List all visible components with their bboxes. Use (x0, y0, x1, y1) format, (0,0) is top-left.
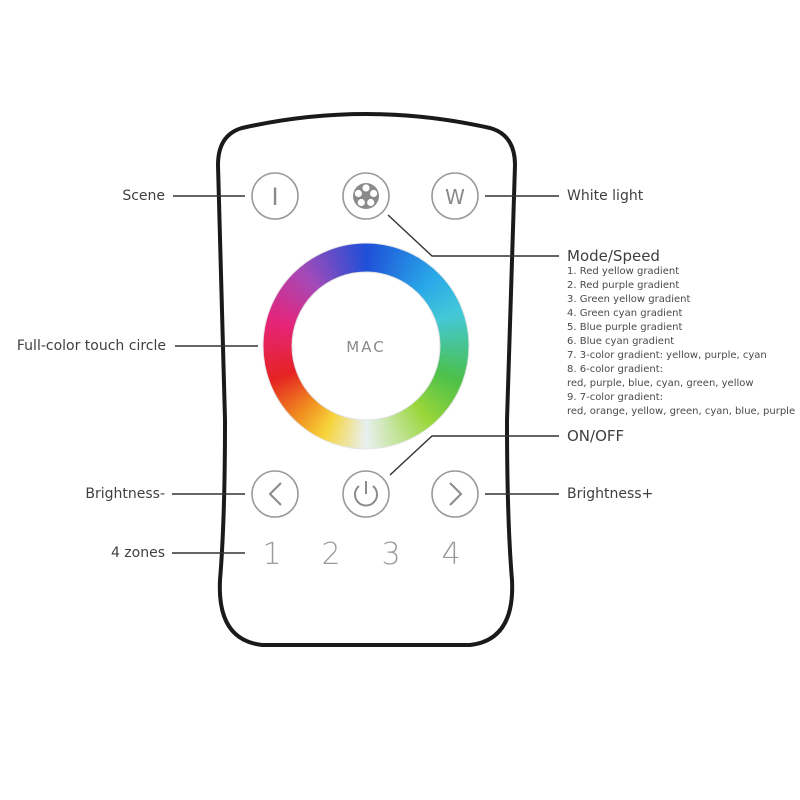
chevron-right-icon (449, 482, 463, 506)
mode-item: 7. 3-color gradient: yellow, purple, cya… (567, 350, 767, 361)
mode-item: 4. Green cyan gradient (567, 308, 683, 319)
mode-item: 9. 7-color gradient: (567, 392, 663, 403)
zones-label: 4 zones (110, 545, 165, 561)
brightness-minus-button[interactable] (251, 470, 299, 518)
full-color-label: Full-color touch circle (16, 338, 166, 354)
zone-1-button[interactable]: 1 (262, 537, 281, 572)
leader-onoff (389, 435, 559, 476)
flower-dots-icon (353, 183, 379, 209)
scene-label: Scene (122, 188, 165, 204)
mode-item: red, purple, blue, cyan, green, yellow (567, 378, 754, 389)
mode-item: 2. Red purple gradient (567, 280, 680, 291)
mode-list: 1. Red yellow gradient 2. Red purple gra… (567, 265, 795, 419)
zone-2-button[interactable]: 2 (321, 537, 340, 572)
mode-item: 8. 6-color gradient: (567, 364, 663, 375)
brightness-minus-label: Brightness- (85, 486, 165, 502)
power-icon (354, 481, 378, 507)
white-light-label: White light (567, 188, 644, 204)
mode-item: 1. Red yellow gradient (567, 266, 680, 277)
mode-item: 5. Blue purple gradient (567, 322, 683, 333)
mode-item: 3. Green yellow gradient (567, 294, 691, 305)
chevron-left-icon (268, 482, 282, 506)
zone-3-button[interactable]: 3 (381, 537, 400, 572)
mode-item: 6. Blue cyan gradient (567, 336, 675, 347)
brand-logo: MAC (346, 338, 385, 356)
mode-speed-label: Mode/Speed (567, 247, 660, 265)
mode-item: red, orange, yellow, green, cyan, blue, … (567, 406, 796, 417)
leader-lines (172, 195, 559, 554)
zone-4-button[interactable]: 4 (441, 537, 460, 572)
white-light-button[interactable]: W (431, 172, 479, 220)
power-button[interactable] (342, 470, 390, 518)
white-glyph: W (445, 185, 465, 209)
scene-button[interactable]: I (251, 172, 299, 220)
scene-glyph: I (271, 183, 278, 211)
mode-speed-button[interactable] (342, 172, 390, 220)
on-off-label: ON/OFF (567, 427, 625, 445)
brightness-plus-button[interactable] (431, 470, 479, 518)
leader-mode (387, 214, 559, 257)
brightness-plus-label: Brightness+ (567, 486, 654, 502)
